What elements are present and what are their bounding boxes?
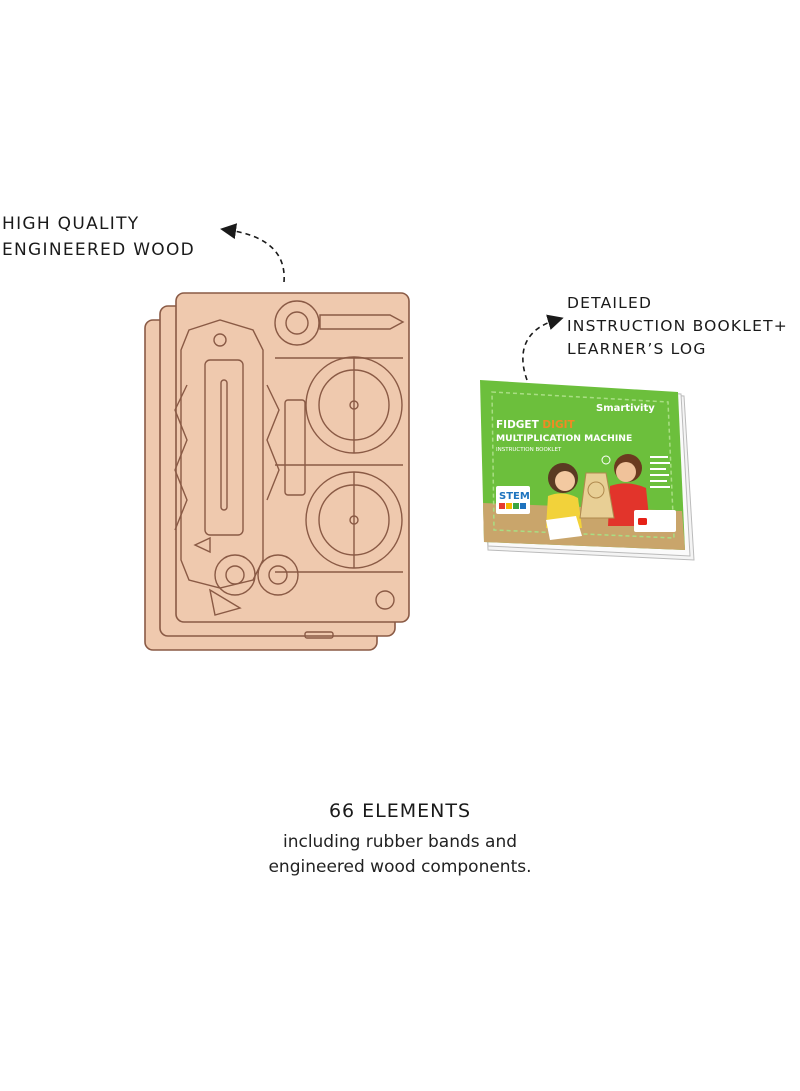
booklet-title-word1: FIDGET xyxy=(496,419,540,431)
booklet-callout: DETAILED INSTRUCTION BOOKLET+ LEARNER’S … xyxy=(567,292,788,361)
wood-quality-callout: HIGH QUALITY ENGINEERED WOOD xyxy=(2,211,195,263)
booklet-arrow xyxy=(522,314,564,381)
booklet-subtitle: INSTRUCTION BOOKLET xyxy=(496,447,562,453)
elements-count-title: 66 ELEMENTS xyxy=(328,800,472,822)
wood-callout-line2: ENGINEERED WOOD xyxy=(2,240,196,260)
wood-sheet-front xyxy=(175,292,410,623)
elements-description: including rubber bands and engineered wo… xyxy=(0,830,800,880)
elements-desc-line1: including rubber bands and xyxy=(282,832,518,852)
booklet-callout-line2: INSTRUCTION BOOKLET+ xyxy=(567,317,788,335)
booklet-brand: Smartivity xyxy=(596,403,655,414)
booklet-callout-line1: DETAILED xyxy=(567,294,653,312)
booklet-stem-badge: STEM xyxy=(499,491,530,502)
instruction-booklet-image: Smartivity FIDGET DIGIT MULTIPLICATION M… xyxy=(480,380,695,561)
svg-text:FIDGET DIGIT: FIDGET DIGIT xyxy=(496,419,576,431)
wood-sheets-illustration xyxy=(144,292,410,651)
elements-desc-line2: engineered wood components. xyxy=(268,857,532,877)
booklet-title-word2: DIGIT xyxy=(542,419,575,431)
wood-arrow xyxy=(220,223,285,283)
booklet-title-line2: MULTIPLICATION MACHINE xyxy=(496,433,632,444)
booklet-callout-line3: LEARNER’S LOG xyxy=(567,340,707,358)
wood-callout-line1: HIGH QUALITY xyxy=(2,214,140,234)
